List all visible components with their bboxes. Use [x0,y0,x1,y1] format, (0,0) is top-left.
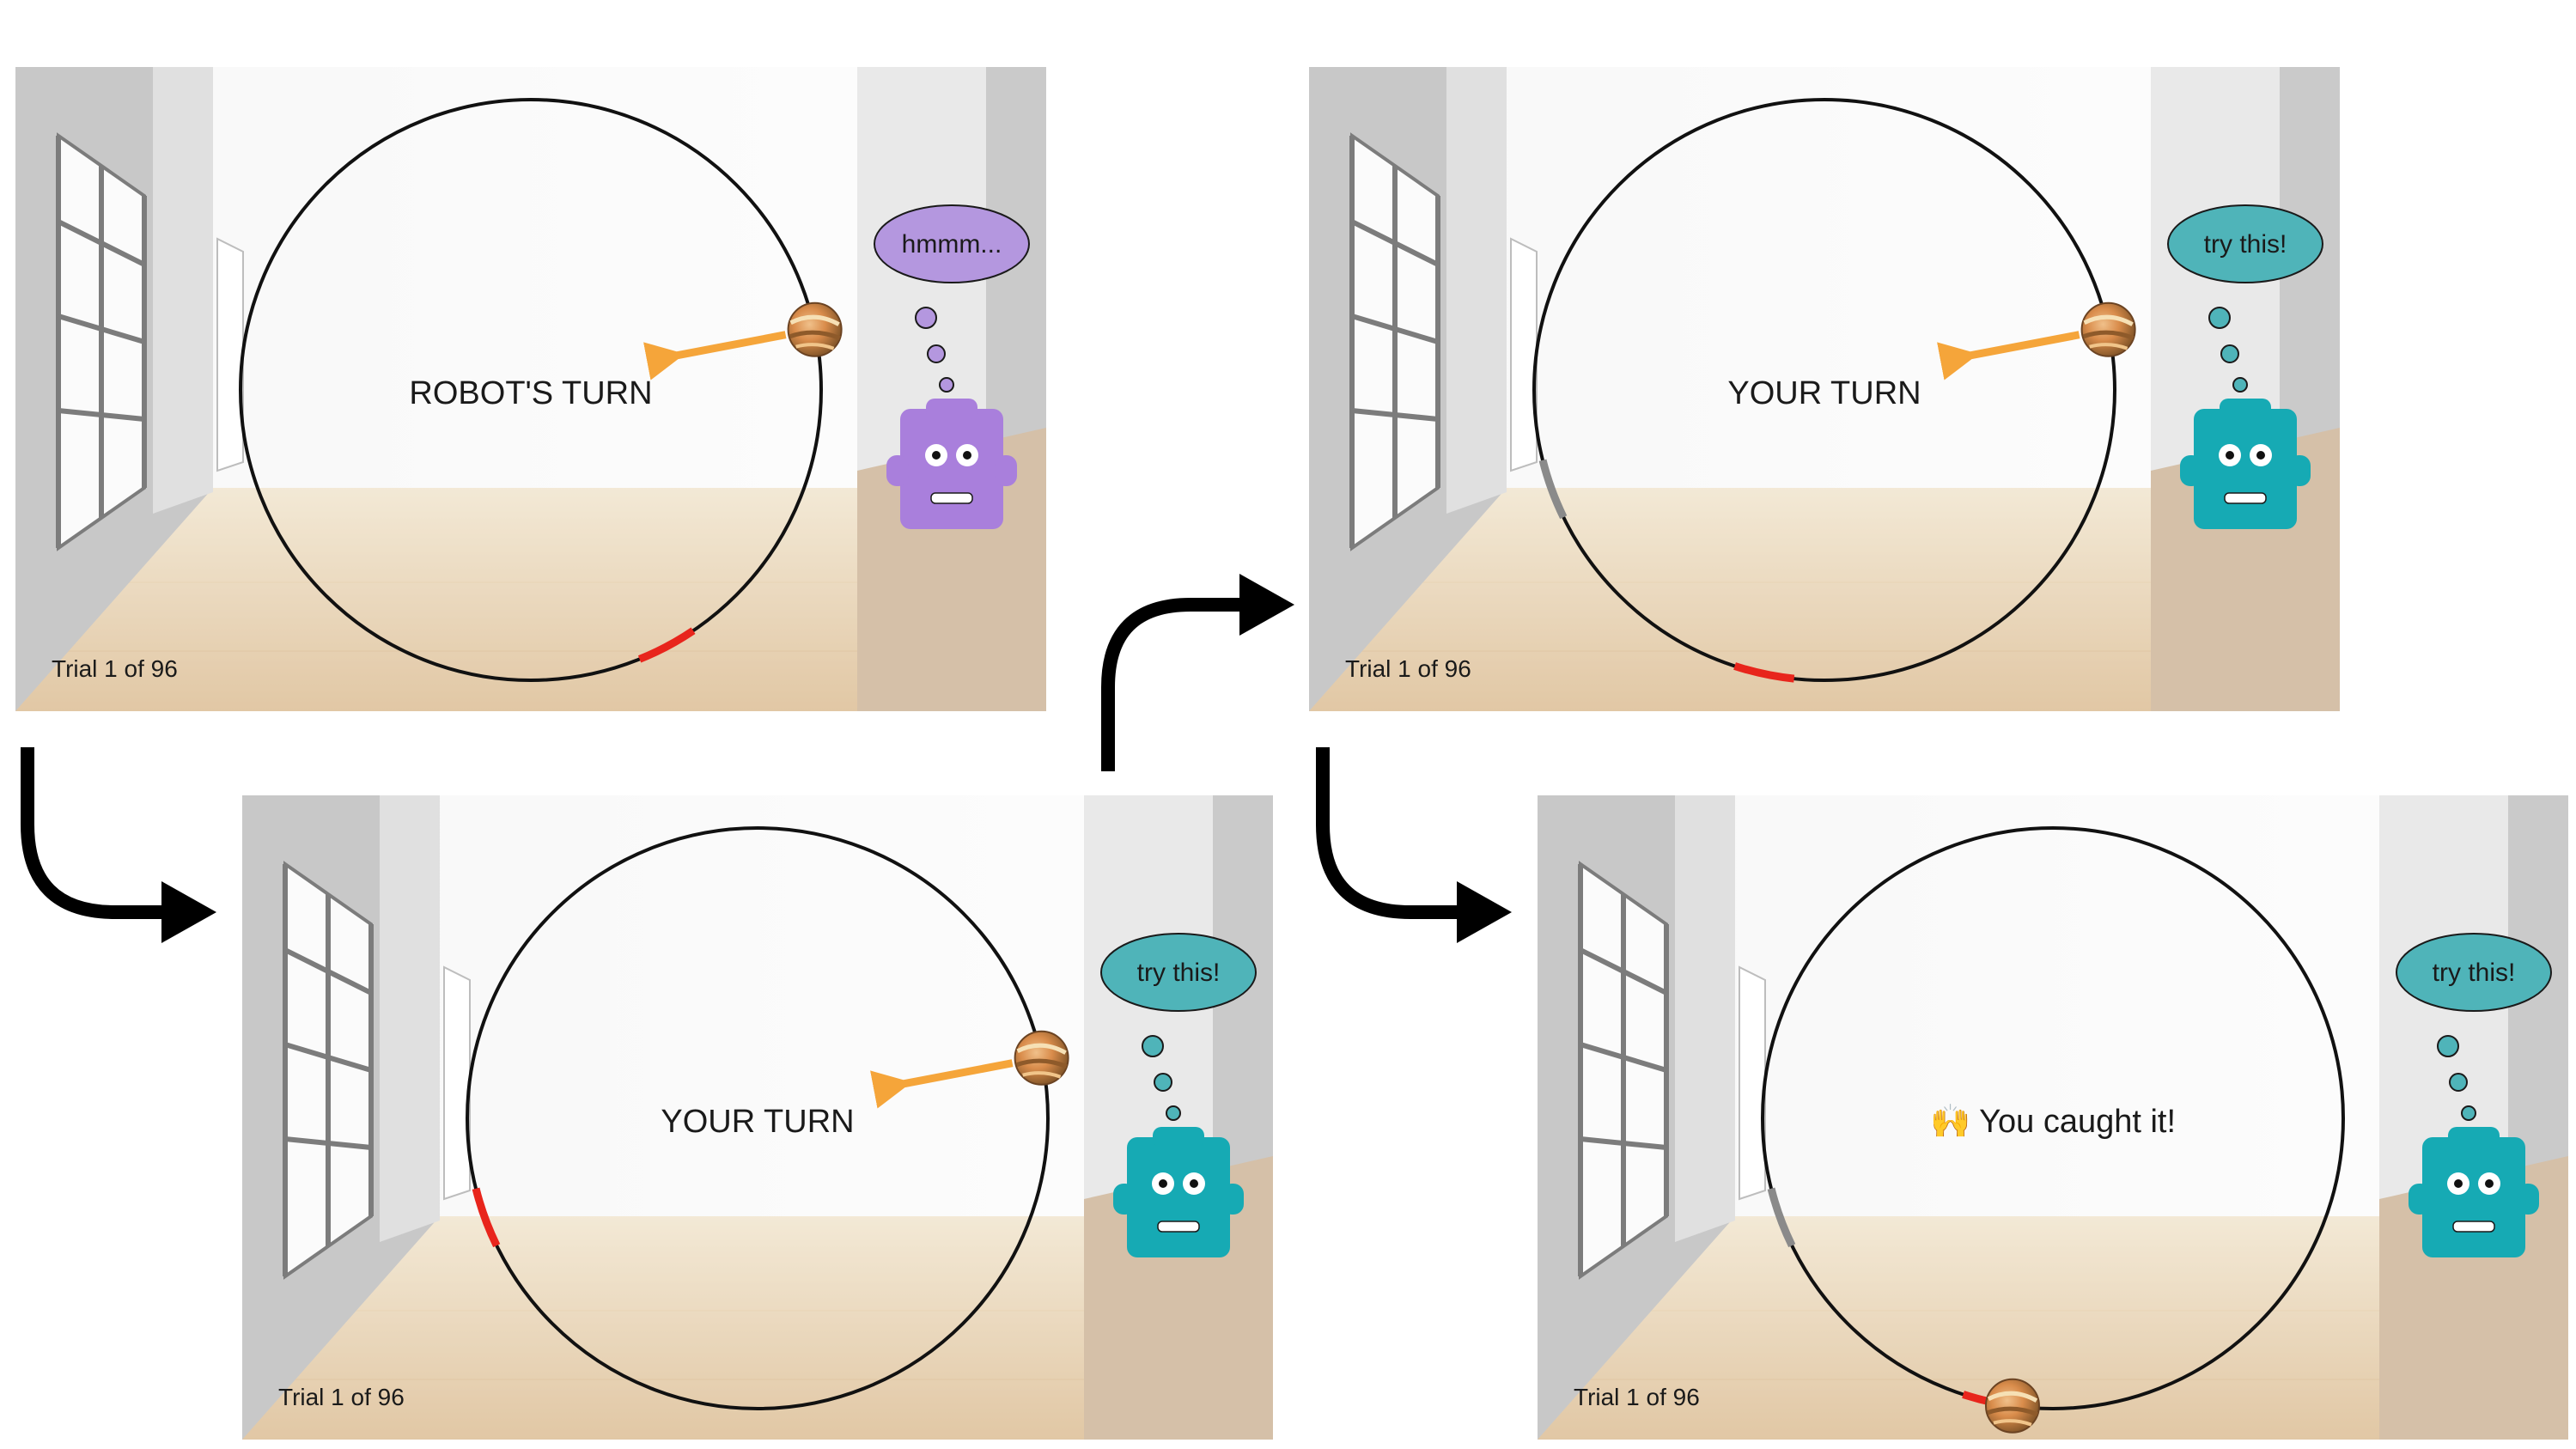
turn-status-text: YOUR TURN [1727,375,1921,411]
thought-dot [1154,1073,1172,1092]
thought-bubble [874,204,1030,283]
thought-bubble [2396,933,2552,1012]
thought-bubble [2167,204,2323,283]
planet-icon [1014,1030,1069,1086]
thought-bubble [1100,933,1257,1012]
panel-caught: 🙌 You caught it! Trial 1 of 96 try this! [1538,795,2568,1440]
paddle-arc[interactable] [1733,662,1795,683]
planet-icon [1984,1378,2040,1434]
robot-avatar [2180,399,2311,529]
panels-layer: ROBOT'S TURN Trial 1 of 96 hmmm... YOUR TUR… [15,67,2568,1440]
robot-avatar [1113,1127,1244,1257]
orbit-circle [1532,98,2116,682]
paddle-arc[interactable] [637,627,696,663]
orbit-circle [1761,826,2345,1410]
trial-counter: Trial 1 of 96 [52,655,178,682]
thought-bubble-text: try this! [1137,959,1221,987]
previous-response-arc [1538,459,1568,520]
panel-robot-turn: ROBOT'S TURN Trial 1 of 96 hmmm... [15,67,1046,711]
panel-your-turn-2: YOUR TURN Trial 1 of 96 try this! [1309,67,2340,711]
thought-dot [2208,307,2231,329]
turn-status-text: ROBOT'S TURN [409,375,652,411]
flow-arrow-3 [1316,747,1467,919]
trajectory-arrow [643,331,787,381]
thought-bubble-text: try this! [2433,959,2516,987]
thought-dot [939,377,954,393]
orbit-circle [466,826,1050,1410]
thought-bubble-text: hmmm... [902,230,1002,259]
flow-arrow-2 [1101,598,1248,771]
thought-dot [1166,1105,1181,1121]
thought-dot [927,344,946,363]
trajectory-arrow [870,1059,1014,1109]
flow-arrows [21,574,1512,943]
thought-dot [915,307,937,329]
thought-dot [1142,1035,1164,1057]
trajectory-arrow [1937,331,2080,381]
flow-arrowhead-1 [161,881,216,943]
trial-counter: Trial 1 of 96 [1345,655,1471,682]
turn-status-text: YOUR TURN [661,1104,854,1140]
thought-dot [2461,1105,2476,1121]
thought-bubble-text: try this! [2204,230,2287,259]
robot-avatar [2409,1127,2539,1257]
flow-arrow-1 [21,747,172,919]
robot-avatar [886,399,1017,529]
orbit-circle [239,98,823,682]
planet-icon [787,301,843,357]
trial-counter: Trial 1 of 96 [278,1384,405,1410]
thought-dot [2449,1073,2468,1092]
trial-counter: Trial 1 of 96 [1574,1384,1700,1410]
panel-your-turn-1: YOUR TURN Trial 1 of 96 try this! [242,795,1273,1440]
previous-response-arc [1767,1187,1796,1248]
flow-arrowhead-2 [1239,574,1294,636]
flow-arrowhead-3 [1457,881,1512,943]
turn-status-text: 🙌 You caught it! [1930,1103,2176,1140]
thought-dot [2232,377,2248,393]
thought-dot [2220,344,2239,363]
paddle-arc[interactable] [472,1187,501,1248]
planet-icon [2080,301,2136,357]
thought-dot [2437,1035,2459,1057]
